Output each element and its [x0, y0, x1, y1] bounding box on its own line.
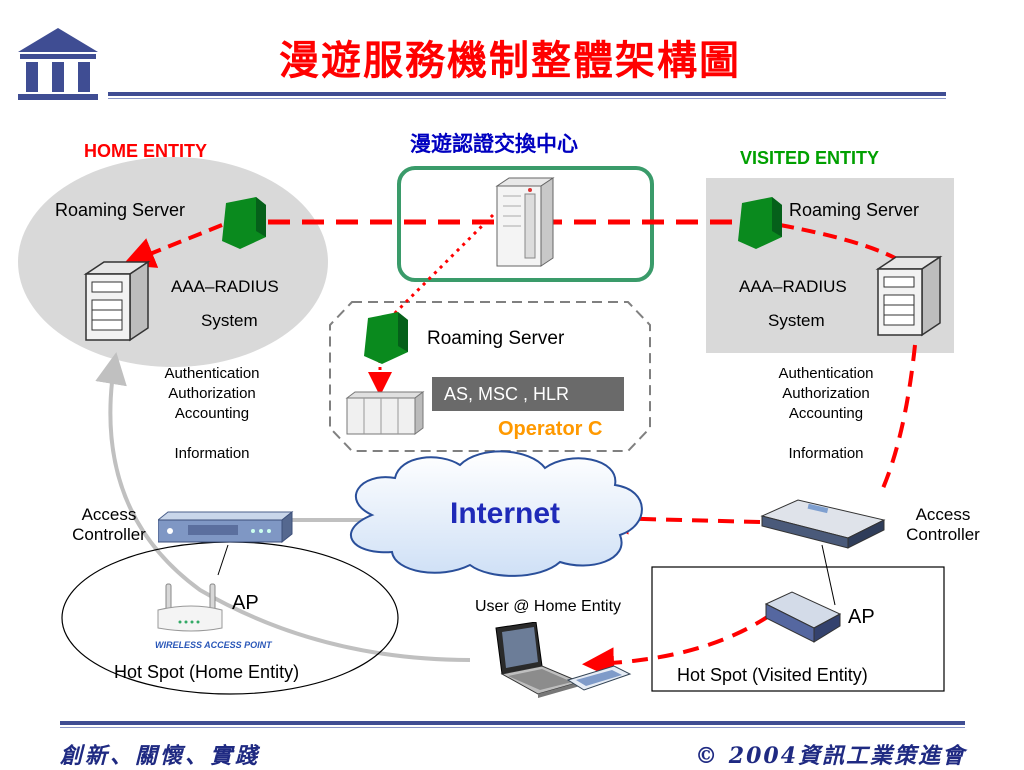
user-laptop-icon [495, 622, 582, 698]
home-roaming-server-label: Roaming Server [55, 200, 186, 220]
visited-wireless-ap-icon [764, 591, 842, 643]
home-entity-label: HOME ENTITY [84, 141, 208, 161]
title-divider-thin [108, 98, 946, 99]
visited-ap-label: AP [848, 606, 875, 628]
operator-name-label: Operator C [498, 418, 603, 440]
visited-entity-label: VISITED ENTITY [740, 148, 880, 168]
visited-roaming-server-icon [738, 197, 782, 249]
footer-divider [60, 721, 965, 725]
operator-area [329, 301, 651, 452]
user-pda-icon [566, 665, 632, 691]
home-ap-caption: WIRELESS ACCESS POINT [155, 640, 272, 650]
home-wireless-ap-icon [157, 583, 223, 632]
home-entity-area [18, 157, 328, 367]
visited-aaa-server-icon [875, 255, 943, 337]
operator-roaming-server-label: Roaming Server [427, 328, 565, 349]
home-aaa-label: AAA–RADIUS [171, 277, 279, 296]
operator-roaming-server-icon [364, 312, 408, 364]
home-roaming-server-icon [222, 197, 266, 249]
visited-system-label: System [768, 311, 825, 330]
visited-roaming-server-label: Roaming Server [789, 200, 920, 220]
footer-copyright: © 2004資訊工業策進會 [695, 743, 966, 769]
page-title: 漫遊服務機制整體架構圖 [279, 37, 741, 84]
footer-slogan: 創新、關懷、實踐 [60, 743, 261, 769]
operator-equipment-icon [345, 391, 425, 435]
home-system-label: System [201, 311, 258, 330]
internet-label: Internet [450, 497, 561, 530]
exchange-center-label: 漫遊認證交換中心 [410, 131, 578, 156]
home-hotspot-label: Hot Spot (Home Entity) [114, 662, 300, 682]
visited-hotspot-label: Hot Spot (Visited Entity) [677, 665, 868, 685]
home-aaa-server-icon [83, 260, 151, 342]
visited-aaa-label: AAA–RADIUS [739, 277, 847, 296]
exchange-server-icon [495, 177, 555, 267]
home-access-controller-icon [158, 510, 294, 544]
title-divider [108, 92, 946, 96]
operator-systems-box: AS, MSC , HLR [432, 377, 624, 411]
institute-logo [18, 28, 98, 100]
internet-cloud [350, 450, 643, 577]
home-ap-label: AP [232, 592, 259, 614]
footer-divider-thin [60, 727, 965, 728]
user-label: User @ Home Entity [475, 598, 622, 615]
visited-hotspot-area [651, 566, 945, 692]
visited-access-controller-icon [760, 499, 886, 549]
